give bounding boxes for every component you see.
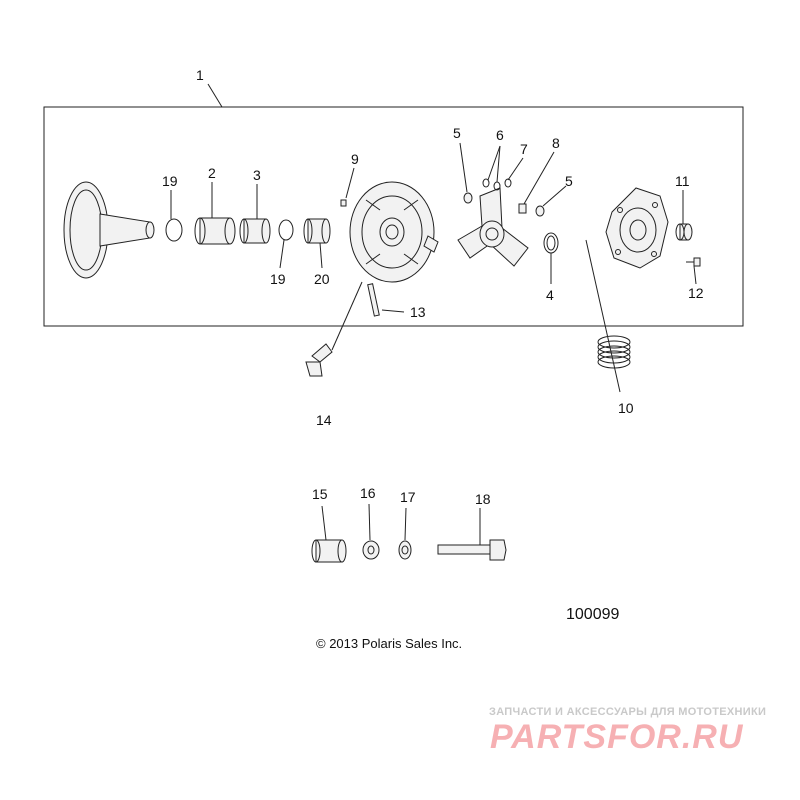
part-5-button-right (535, 205, 545, 217)
callout-12: 12 (688, 285, 704, 301)
leader-7 (507, 157, 524, 181)
part-18-bolt (437, 539, 507, 561)
callout-17: 17 (400, 489, 416, 505)
leader-6a (487, 145, 501, 181)
leader-13 (381, 309, 405, 313)
callout-10: 10 (618, 400, 634, 416)
part-2-bushing (194, 217, 236, 245)
leader-17 (404, 507, 407, 541)
callout-18: 18 (475, 491, 491, 507)
callout-11: 11 (675, 173, 690, 189)
part-3-bushing (239, 218, 271, 244)
watermark-tagline: ЗАПЧАСТИ И АКСЕССУАРЫ ДЛЯ МОТОТЕХНИКИ (489, 706, 767, 718)
leader-19b (279, 239, 285, 269)
callout-7: 7 (520, 141, 528, 157)
copyright-notice: © 2013 Polaris Sales Inc. (316, 636, 463, 651)
part-17-washer (398, 540, 412, 560)
part-14-bracket (305, 343, 333, 377)
part-20-spacer (303, 218, 331, 244)
part-19-ring-left (165, 218, 183, 242)
callout-14: 14 (316, 412, 332, 428)
part-sheave (63, 181, 155, 279)
leader-12 (693, 265, 697, 285)
part-10-spring (597, 335, 631, 369)
callout-15: 15 (312, 486, 328, 502)
callout-13: 13 (410, 304, 426, 320)
assembly-frame (43, 106, 744, 327)
leader-8 (523, 151, 555, 205)
callout-16: 16 (360, 485, 376, 501)
part-4-washer-inner (546, 235, 556, 251)
leader-1 (207, 83, 223, 108)
leader-15 (321, 505, 327, 541)
part-cover (605, 187, 669, 269)
leader-6b (496, 145, 501, 183)
part-15-spacer (311, 539, 347, 563)
watermark-logo: PARTSFOR.RU (490, 718, 744, 756)
diagram-id: 100099 (566, 606, 620, 623)
part-16-washer (362, 540, 380, 560)
leader-14 (331, 281, 363, 351)
part-13-pin (367, 283, 380, 317)
callout-19-right: 19 (270, 271, 286, 287)
callout-1: 1 (196, 67, 204, 83)
leader-16 (368, 503, 371, 541)
leader-20 (319, 242, 323, 269)
part-moveable-sheave (349, 181, 439, 283)
part-19-ring-right (278, 219, 294, 241)
callout-4: 4 (546, 287, 554, 303)
part-11-bushing (675, 223, 693, 241)
callout-2: 2 (208, 165, 216, 181)
leader-5a (459, 142, 468, 193)
part-9-pin (340, 199, 347, 207)
callout-3: 3 (253, 167, 261, 183)
part-spider (457, 187, 529, 267)
part-12-screw (686, 257, 701, 267)
callout-9: 9 (351, 151, 359, 167)
leader-9 (345, 167, 355, 199)
callout-5-right: 5 (565, 173, 573, 189)
callout-6: 6 (496, 127, 504, 143)
callout-20: 20 (314, 271, 330, 287)
leader-5b (542, 185, 567, 207)
part-8-pin (518, 203, 527, 214)
callout-19-left: 19 (162, 173, 178, 189)
part-5-button-left (463, 192, 473, 204)
callout-5-left: 5 (453, 125, 461, 141)
callout-8: 8 (552, 135, 560, 151)
leader-10a (585, 239, 621, 393)
